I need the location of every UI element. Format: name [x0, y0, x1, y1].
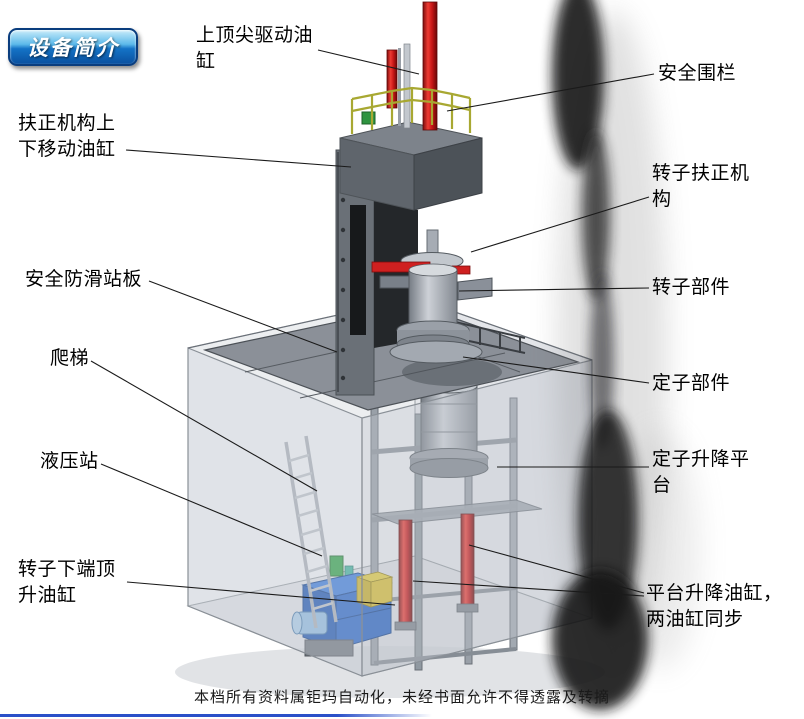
top-drive-cylinder-red [386, 1, 438, 131]
label-centering-move-cylinder: 扶正机构上 下移动油缸 [18, 112, 116, 160]
label-rotor-part: 转子部件 [652, 276, 731, 298]
hydraulic-station-unit [291, 555, 394, 657]
title-badge-label: 设备简介 [27, 36, 119, 60]
label-safety-fence: 安全围栏 [658, 62, 737, 84]
title-badge: 设备简介 [8, 28, 138, 66]
stator-column [409, 378, 489, 478]
ink-smudge [552, 0, 700, 710]
ladder-shape [284, 435, 338, 629]
label-rotor-centering: 转子扶正机 构 [652, 162, 750, 210]
label-ladder: 爬梯 [50, 347, 90, 369]
rotor-assembly [371, 229, 493, 364]
label-stator-part: 定子部件 [652, 372, 731, 394]
floor-shadow [175, 646, 605, 698]
footer-copyright: 本档所有资料属钜玛自动化，未经书面允许不得透露及转摘 [193, 688, 610, 706]
bottom-accent-line [0, 714, 432, 717]
label-stator-lift-platform: 定子升降平 台 [652, 448, 750, 496]
platform-lift-cylinders-red [394, 513, 479, 631]
label-hydraulic-station: 液压站 [40, 450, 99, 472]
head-assembly [339, 111, 483, 211]
pit-enclosure-front [187, 297, 593, 677]
leader-lines [90, 49, 655, 606]
label-platform-lift-cylinders: 平台升降油缸， 两油缸同步 [646, 582, 783, 630]
label-antislip-board: 安全防滑站板 [25, 268, 143, 290]
label-rotor-bottom-cylinder: 转子下端顶 升油缸 [18, 558, 116, 606]
safety-fence-railing [350, 86, 472, 134]
label-top-drive-cylinder: 上顶尖驱动油 缸 [196, 24, 314, 72]
